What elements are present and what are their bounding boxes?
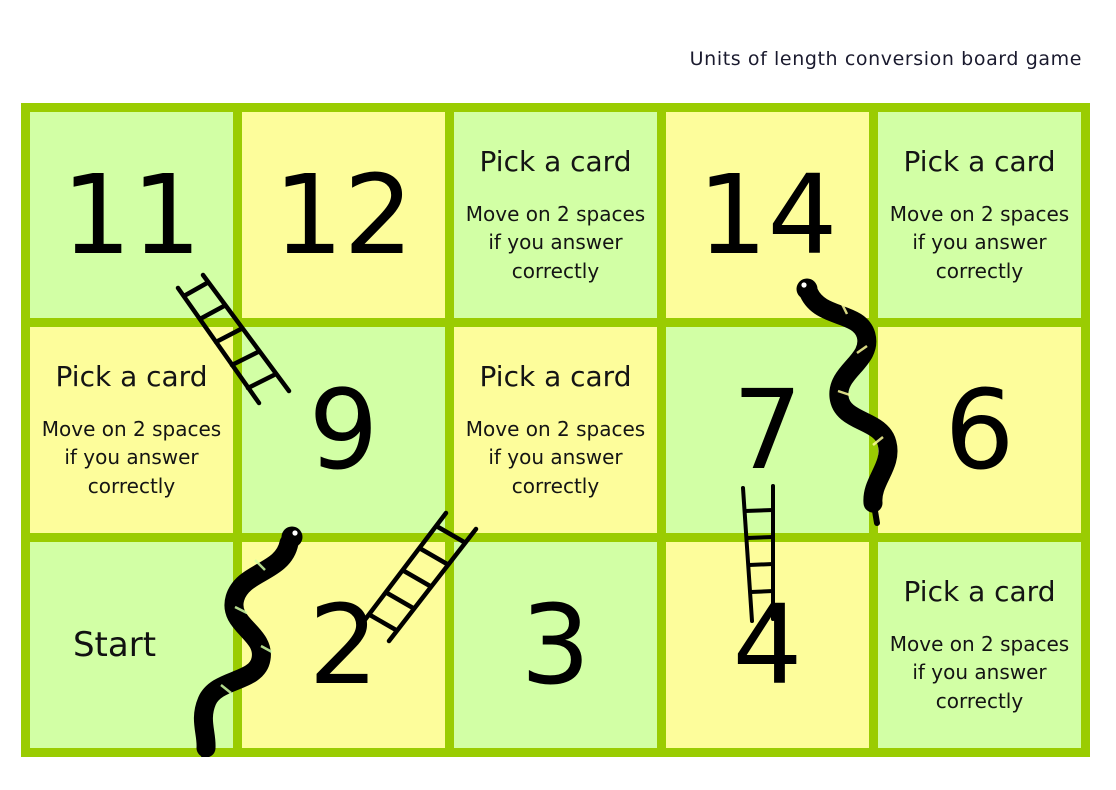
board-cell-pick-a-card-r2c3[interactable]: Pick a card Move on 2 spaces if you answ…: [454, 327, 657, 533]
card-title: Pick a card: [479, 144, 632, 178]
card-body: Move on 2 spaces if you answer correctly: [465, 416, 646, 498]
board-cell-2[interactable]: 2: [242, 542, 445, 748]
card-body: Move on 2 spaces if you answer correctly: [889, 201, 1070, 283]
card-body: Move on 2 spaces if you answer correctly: [41, 416, 222, 498]
cell-number-label: 9: [308, 365, 379, 494]
cell-number-label: 12: [273, 150, 414, 279]
board-cell-4[interactable]: 4: [666, 542, 869, 748]
cell-number-label: 11: [61, 150, 202, 279]
board-cell-pick-a-card-r1c3[interactable]: Pick a card Move on 2 spaces if you answ…: [454, 112, 657, 318]
card-title: Pick a card: [903, 574, 1056, 608]
board-cell-14[interactable]: 14: [666, 112, 869, 318]
card-body: Move on 2 spaces if you answer correctly: [465, 201, 646, 283]
board-cell-7[interactable]: 7: [666, 327, 869, 533]
cell-number-label: 6: [944, 365, 1015, 494]
board-cell-11[interactable]: 11: [30, 112, 233, 318]
card-body: Move on 2 spaces if you answer correctly: [889, 631, 1070, 713]
cell-number-label: 3: [520, 580, 591, 709]
card-title: Pick a card: [479, 359, 632, 393]
start-label: Start: [72, 625, 157, 665]
cell-number-label: 4: [732, 580, 803, 709]
board-cell-start[interactable]: Start: [30, 542, 233, 748]
board-cell-pick-a-card-r3c5[interactable]: Pick a card Move on 2 spaces if you answ…: [878, 542, 1081, 748]
cell-number-label: 2: [308, 580, 379, 709]
board-cell-6[interactable]: 6: [878, 327, 1081, 533]
page-title: Units of length conversion board game: [689, 48, 1082, 70]
game-board: 11 12 Pick a card Move on 2 spaces if yo…: [21, 103, 1090, 757]
board-cell-pick-a-card-r2c1[interactable]: Pick a card Move on 2 spaces if you answ…: [30, 327, 233, 533]
cell-number-label: 7: [732, 365, 803, 494]
cell-number-label: 14: [697, 150, 838, 279]
board-cell-pick-a-card-r1c5[interactable]: Pick a card Move on 2 spaces if you answ…: [878, 112, 1081, 318]
board-cell-9[interactable]: 9: [242, 327, 445, 533]
card-title: Pick a card: [55, 359, 208, 393]
board-cell-3[interactable]: 3: [454, 542, 657, 748]
card-title: Pick a card: [903, 144, 1056, 178]
board-cell-12[interactable]: 12: [242, 112, 445, 318]
